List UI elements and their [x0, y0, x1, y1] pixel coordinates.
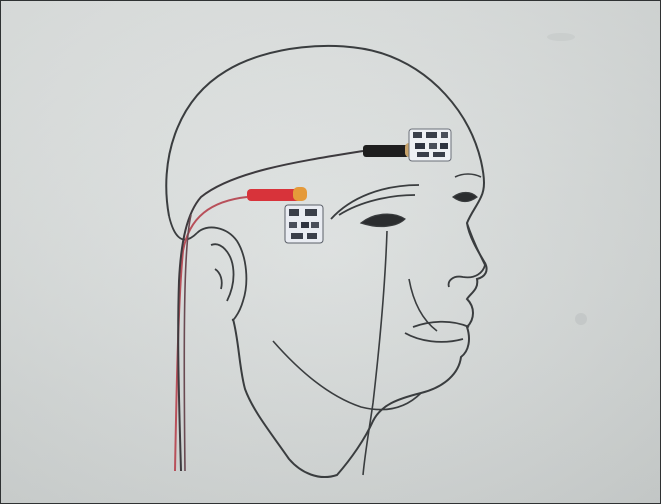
surface-smudge: [547, 33, 575, 41]
temple-electrode-pad: [285, 205, 323, 243]
forehead-electrode-pad: [409, 129, 451, 161]
red-lead-connector: [247, 189, 301, 201]
black-lead-connector: [363, 145, 409, 157]
surface-smudge: [575, 313, 587, 325]
red-lead-tip: [293, 187, 307, 201]
